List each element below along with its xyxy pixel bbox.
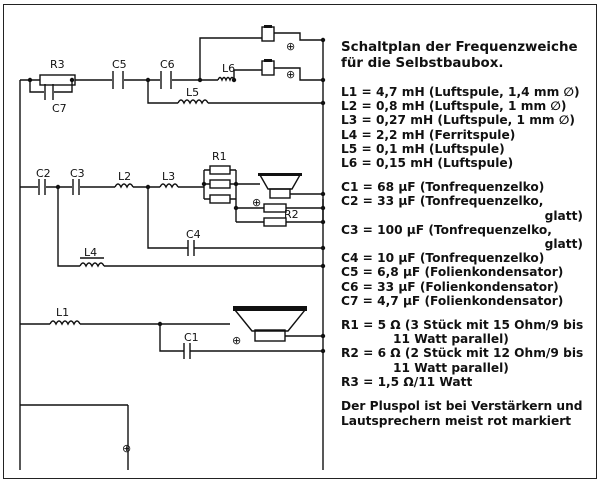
label-c2: C2 xyxy=(36,167,51,180)
plus-terminal-woofer: ⊕ xyxy=(232,334,241,347)
midrange-speaker xyxy=(258,174,302,190)
inductor-l6-spec: L6 = 0,15 mH (Luftspule) xyxy=(341,156,514,171)
capacitor-c6-spec: C6 = 33 µF (Folienkondensator) xyxy=(341,279,559,294)
tweeter-2-magnet xyxy=(261,60,275,76)
capacitor-c6 xyxy=(160,71,172,89)
label-r3: R3 xyxy=(50,58,65,71)
resistor-r1a xyxy=(209,165,231,175)
resistor-r3 xyxy=(39,74,76,86)
label-c3: C3 xyxy=(70,167,85,180)
figure-frame xyxy=(3,4,597,479)
resistor-r1-spec: R1 = 5 Ω (3 Stück mit 15 Ohm/9 bis xyxy=(341,318,584,333)
label-c7: C7 xyxy=(52,102,67,115)
capacitor-c2-spec: C2 = 33 µF (Tonfrequenzelko, xyxy=(341,194,544,209)
label-r1: R1 xyxy=(212,150,227,163)
capacitor-c2 xyxy=(38,179,46,195)
capacitor-c2-spec-cont: glatt) xyxy=(544,208,583,223)
tweeter-1-magnet xyxy=(261,26,275,42)
inductor-l4 xyxy=(79,262,105,268)
label-l2: L2 xyxy=(118,170,131,183)
figure-title: Schaltplan der Frequenzweiche für die Se… xyxy=(341,40,578,71)
label-l3: L3 xyxy=(162,170,175,183)
inductor-l2 xyxy=(114,183,134,189)
resistor-r2b xyxy=(263,217,287,227)
label-c6: C6 xyxy=(160,58,175,71)
capacitor-c3-spec-cont: glatt) xyxy=(544,237,583,252)
label-l1: L1 xyxy=(56,306,69,319)
label-l4: L4 xyxy=(84,246,97,259)
plus-terminal-input: ⊕ xyxy=(122,442,131,455)
resistor-r2a xyxy=(263,203,287,213)
resistor-r3-spec: R3 = 1,5 Ω/11 Watt xyxy=(341,374,473,389)
label-c1: C1 xyxy=(184,331,199,344)
capacitor-c3 xyxy=(72,179,80,195)
inductor-l2-spec: L2 = 0,8 mH (Luftspule, 1 mm ∅) xyxy=(341,99,567,114)
capacitor-c5-spec: C5 = 6,8 µF (Folienkondensator) xyxy=(341,265,564,280)
inductor-l6 xyxy=(217,76,235,82)
resistor-r2-spec: R2 = 6 Ω (2 Stück mit 12 Ohm/9 bis xyxy=(341,346,584,361)
plus-terminal-mid: ⊕ xyxy=(252,196,261,209)
plus-terminal-1: ⊕ xyxy=(286,40,295,53)
capacitor-c4 xyxy=(187,240,195,256)
resistor-r1c xyxy=(209,194,231,204)
crossover-schematic: ⊕ ⊕ ⊕ ⊕ ⊕ xyxy=(19,25,326,470)
inductor-l5-spec: L5 = 0,1 mH (Luftspule) xyxy=(341,141,505,156)
capacitor-c1 xyxy=(183,343,191,359)
inductor-l3-spec: L3 = 0,27 mH (Luftspule, 1 mm ∅) xyxy=(341,113,575,128)
resistor-r2-spec-cont: 11 Watt parallel) xyxy=(393,360,509,375)
inductor-l1 xyxy=(49,320,81,326)
inductor-l5 xyxy=(177,99,209,105)
junction-dots xyxy=(27,37,326,354)
label-l6: L6 xyxy=(222,62,235,75)
inductor-l1-spec: L1 = 4,7 mH (Luftspule, 1,4 mm ∅) xyxy=(341,85,580,99)
label-l5: L5 xyxy=(186,86,199,99)
resistor-list: R1 = 5 Ω (3 Stück mit 15 Ohm/9 bis 11 Wa… xyxy=(341,318,593,389)
inductor-l4-spec: L4 = 2,2 mH (Ferritspule) xyxy=(341,127,516,142)
inductor-list: L1 = 4,7 mH (Luftspule, 1,4 mm ∅) L2 = 0… xyxy=(341,85,593,170)
capacitor-c7-spec: C7 = 4,7 µF (Folienkondensator) xyxy=(341,293,564,308)
capacitor-c7 xyxy=(44,84,54,100)
capacitor-c4-spec: C4 = 10 µF (Tonfrequenzelko) xyxy=(341,251,545,266)
woofer-speaker xyxy=(233,309,307,332)
inductor-l3 xyxy=(159,183,179,189)
resistor-r1-spec-cont: 11 Watt parallel) xyxy=(393,332,509,347)
parts-list: Schaltplan der Frequenzweiche für die Se… xyxy=(341,40,593,429)
capacitor-c5 xyxy=(112,71,124,89)
polarity-note: Der Pluspol ist bei Verstärkern und Laut… xyxy=(341,399,583,429)
label-r2: R2 xyxy=(284,208,299,221)
capacitor-c1-spec: C1 = 68 µF (Tonfrequenzelko) xyxy=(341,180,545,195)
capacitor-c3-spec: C3 = 100 µF (Tonfrequenzelko, xyxy=(341,222,552,237)
plus-terminal-2: ⊕ xyxy=(286,68,295,81)
capacitor-list: C1 = 68 µF (Tonfrequenzelko) C2 = 33 µF … xyxy=(341,180,593,308)
resistor-r1b xyxy=(209,179,231,189)
label-c4: C4 xyxy=(186,228,201,241)
label-c5: C5 xyxy=(112,58,127,71)
